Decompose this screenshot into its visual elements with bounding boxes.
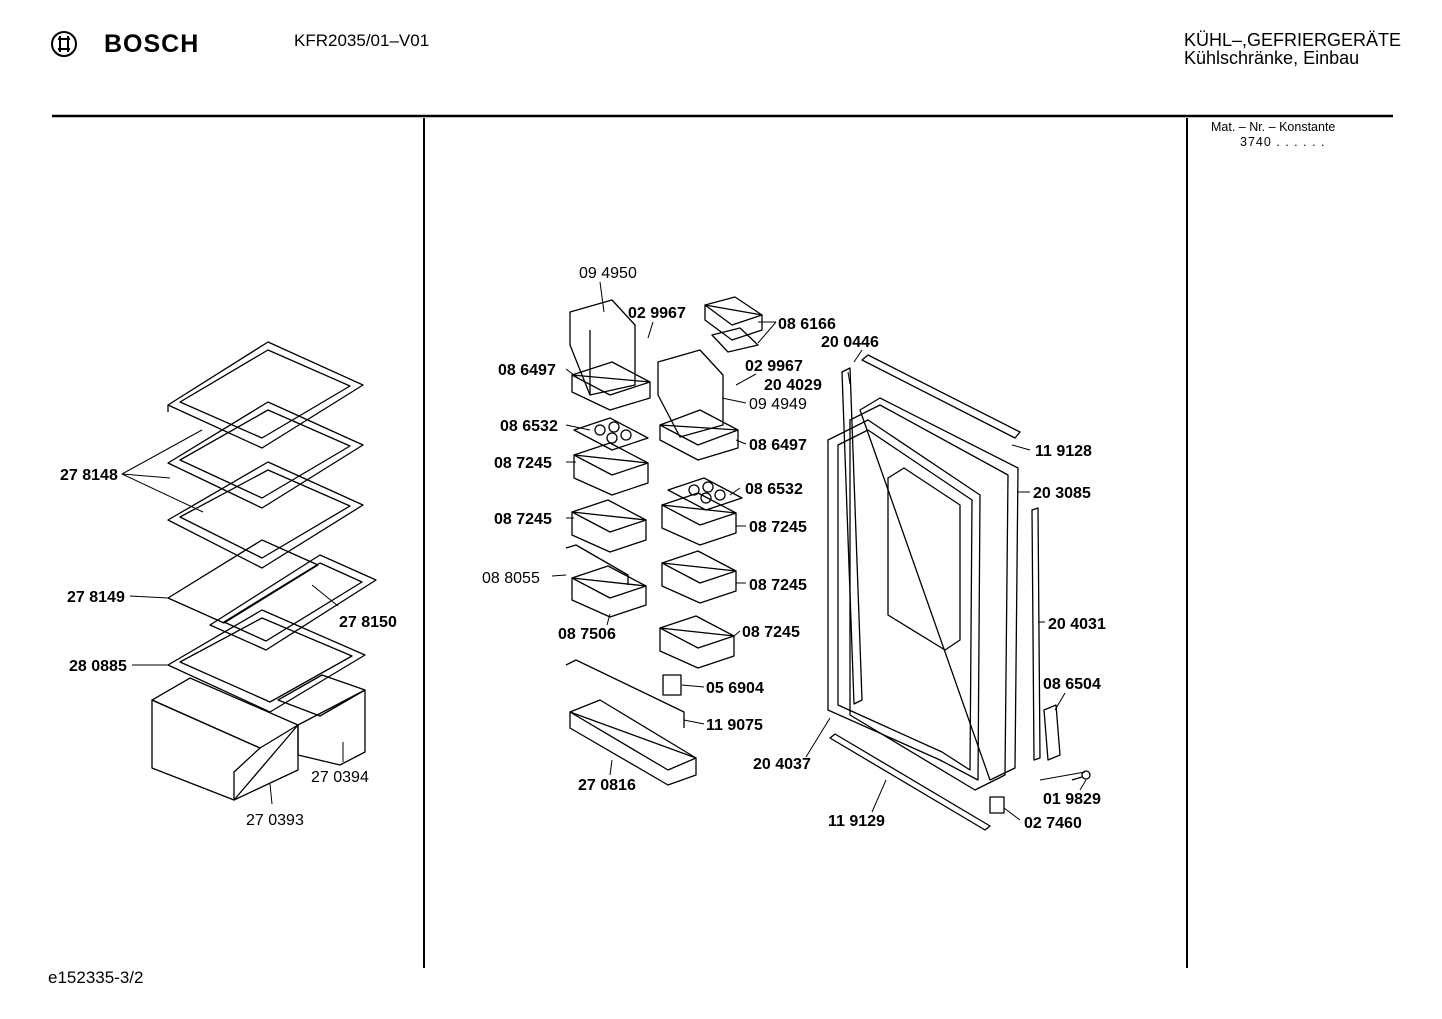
part-label: 20 4031	[1048, 616, 1106, 633]
door-bin	[661, 550, 737, 604]
part-label: 02 9967	[628, 305, 686, 322]
door-bin	[661, 492, 737, 546]
mat-nr-label: Mat. – Nr. – Konstante	[1211, 120, 1336, 134]
part-label: 01 9829	[1043, 791, 1101, 808]
part-label: 09 4950	[579, 265, 637, 282]
part-label: 08 7245	[742, 624, 800, 641]
part-label: 20 4029	[764, 377, 822, 394]
door-bin	[573, 442, 649, 496]
part-label: 27 0816	[578, 777, 636, 794]
butter-tray	[659, 409, 739, 461]
category-title: KÜHL–,GEFRIERGERÄTE	[1184, 30, 1402, 50]
part-label: 20 3085	[1033, 485, 1091, 502]
left-leader-lines	[121, 429, 344, 805]
door-bin	[571, 499, 647, 553]
door-strip-bottom	[829, 733, 991, 831]
part-label: 27 8149	[67, 589, 125, 606]
screw	[1071, 770, 1091, 781]
butter-tray	[571, 361, 651, 411]
part-labels: 09 4950 02 9967 08 6166 08 6497 20 0446 …	[60, 265, 1106, 832]
part-label: 02 7460	[1024, 815, 1082, 832]
part-label: 08 7245	[749, 519, 807, 536]
part-label: 08 6532	[745, 481, 803, 498]
bosch-armature-icon	[51, 31, 77, 57]
door-hinge	[1043, 704, 1061, 761]
vegetable-crisper-drawer-small	[277, 674, 366, 766]
part-label: 27 8150	[339, 614, 397, 631]
part-label: 08 7245	[494, 455, 552, 472]
frame-lines	[52, 114, 1393, 968]
part-label: 27 0394	[311, 769, 369, 786]
category-subtitle: Kühlschränke, Einbau	[1184, 48, 1360, 68]
drawing-code: e152335-3/2	[48, 968, 144, 987]
hinge-cap	[989, 796, 1005, 814]
door-gasket	[849, 397, 1019, 791]
glass-shelf	[167, 341, 364, 449]
door-strip-vertical	[841, 367, 863, 705]
part-label: 02 9967	[745, 358, 803, 375]
brand-logo: BOSCH	[104, 30, 200, 58]
part-label: 20 4037	[753, 756, 811, 773]
part-label: 08 6166	[778, 316, 836, 333]
part-label: 11 9129	[828, 813, 885, 830]
egg-tray	[573, 417, 649, 451]
door-strip-side	[1031, 507, 1041, 761]
part-label: 28 0885	[69, 658, 127, 675]
part-label: 08 7245	[494, 511, 552, 528]
split-glass-shelf	[167, 539, 377, 651]
part-label: 08 6504	[1043, 676, 1101, 693]
model-number: KFR2035/01–V01	[294, 31, 430, 50]
bottle-retainer-bar	[565, 659, 685, 728]
door-bin	[571, 565, 647, 618]
part-label: 08 8055	[482, 570, 540, 587]
door-strip-top	[861, 354, 1021, 439]
part-label: 05 6904	[706, 680, 764, 697]
part-label: 09 4949	[749, 396, 807, 413]
butter-compartment	[657, 349, 724, 438]
small-clip	[662, 674, 682, 696]
part-label: 27 8148	[60, 467, 118, 484]
glass-shelf	[167, 461, 364, 569]
part-label: 08 6497	[749, 437, 807, 454]
part-label: 11 9128	[1035, 443, 1092, 460]
crisper-cover-shelf	[167, 609, 366, 713]
door-bin	[659, 615, 735, 669]
part-label: 08 6497	[498, 362, 556, 379]
part-label: 08 7245	[749, 577, 807, 594]
small-lidded-box	[704, 296, 763, 353]
part-label: 27 0393	[246, 812, 304, 829]
door-panel	[827, 419, 981, 781]
butter-compartment	[569, 299, 636, 396]
glass-shelf	[167, 401, 364, 509]
mat-nr-value: 3740 . . . . . .	[1240, 135, 1326, 149]
part-label: 11 9075	[706, 717, 763, 734]
middle-leader-lines	[551, 281, 1087, 821]
bottle-divider	[565, 544, 629, 585]
part-label: 08 6532	[500, 418, 558, 435]
bottle-bin	[569, 699, 697, 786]
part-label: 08 7506	[558, 626, 616, 643]
part-label: 20 0446	[821, 334, 879, 351]
vegetable-crisper-drawer	[151, 677, 299, 801]
